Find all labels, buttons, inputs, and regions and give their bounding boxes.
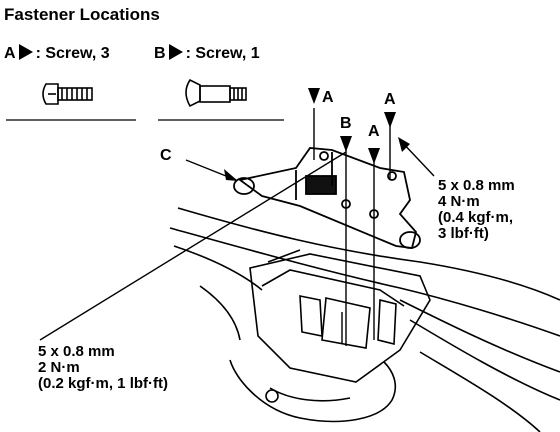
torque-right-size: 5 x 0.8 mm bbox=[438, 177, 515, 194]
legend-a-text: : Screw, 3 bbox=[35, 45, 110, 62]
screw-b-icon bbox=[185, 78, 247, 108]
legend-a-letter: A bbox=[4, 45, 16, 62]
callout-c: C bbox=[160, 147, 172, 164]
arrowhead-markers bbox=[308, 88, 396, 164]
callout-a-1: A bbox=[322, 89, 334, 106]
triangle-icon bbox=[18, 44, 33, 60]
vehicle-body bbox=[169, 207, 560, 432]
torque-right-kgf: (0.4 kgf·m, bbox=[438, 209, 514, 226]
legend-screw-a: A : Screw, 3 bbox=[4, 44, 110, 63]
screw-a-icon bbox=[42, 83, 93, 105]
callout-a-2: A bbox=[368, 123, 380, 140]
legend-b-text: : Screw, 1 bbox=[185, 45, 260, 62]
torque-left-kgf-lbf: (0.2 kgf·m, 1 lbf·ft) bbox=[38, 375, 168, 392]
leader-lines bbox=[39, 139, 435, 341]
torque-right-nm: 4 N·m bbox=[438, 193, 480, 210]
torque-left-size: 5 x 0.8 mm bbox=[38, 343, 115, 360]
torque-left-nm: 2 N·m bbox=[38, 359, 80, 376]
legend-screw-b: B : Screw, 1 bbox=[154, 44, 260, 63]
leader-arrowheads bbox=[224, 137, 410, 181]
torque-spec-left: 5 x 0.8 mm 2 N·m (0.2 kgf·m, 1 lbf·ft) bbox=[38, 344, 168, 392]
torque-spec-right: 5 x 0.8 mm 4 N·m (0.4 kgf·m, 3 lbf·ft) bbox=[438, 178, 515, 242]
triangle-icon bbox=[168, 44, 183, 60]
callout-a-3: A bbox=[384, 91, 396, 108]
torque-right-lbf: 3 lbf·ft) bbox=[438, 225, 489, 242]
page-title: Fastener Locations bbox=[4, 5, 160, 24]
screw-axis-lines bbox=[313, 108, 391, 346]
legend-b-letter: B bbox=[154, 45, 166, 62]
callout-b: B bbox=[340, 115, 352, 132]
